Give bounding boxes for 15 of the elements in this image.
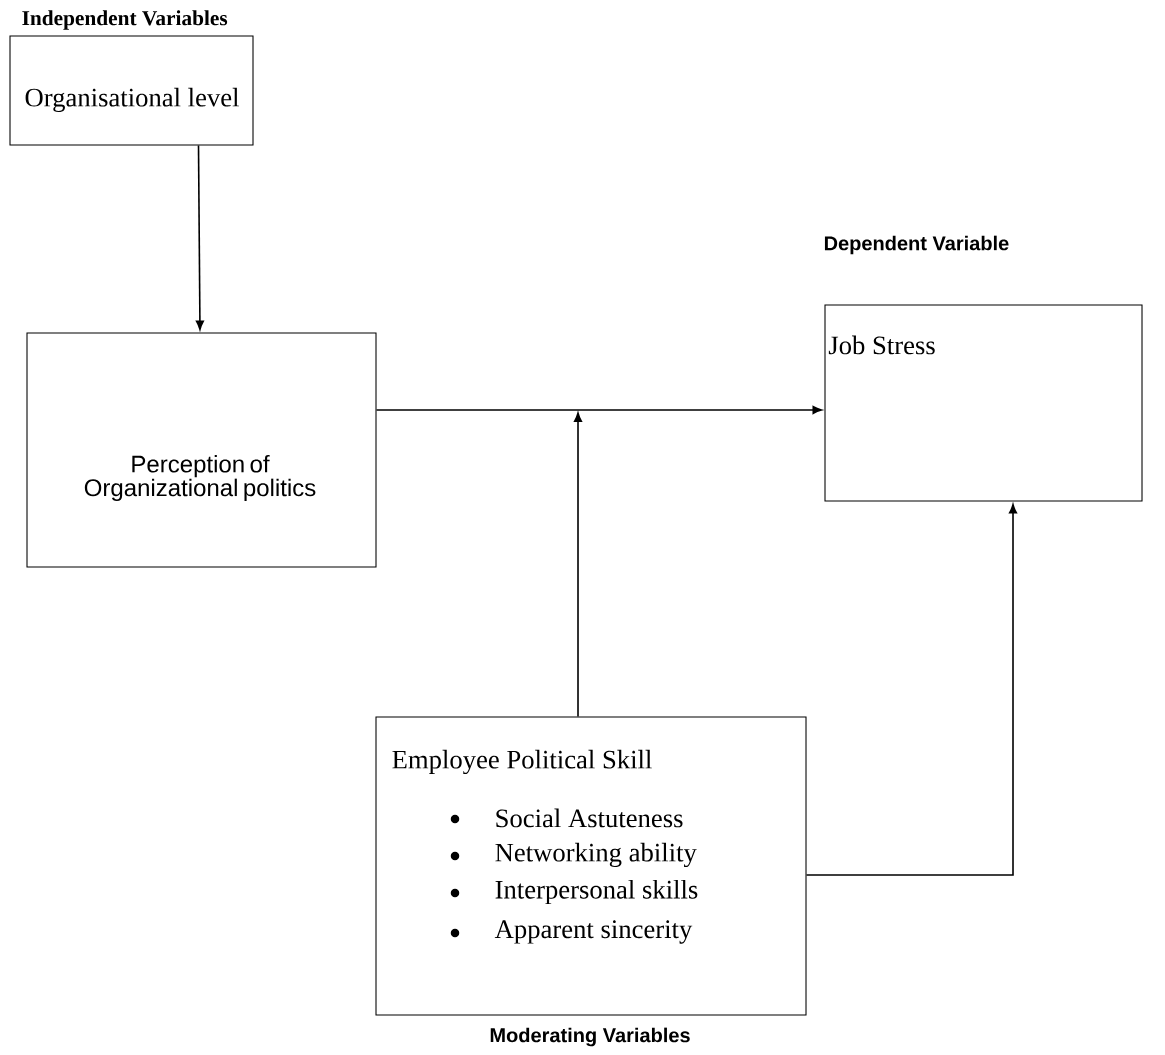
box-text: Job Stress (828, 335, 935, 355)
list-item: Social Astuteness (496, 808, 683, 828)
arrow (805, 503, 1018, 876)
arrow (375, 405, 823, 415)
list-item: Interpersonal skills (495, 879, 698, 905)
heading: Independent Variables (22, 10, 228, 30)
box-text: Organisational level (25, 87, 239, 113)
list-item: Networking ability (495, 842, 697, 868)
heading: Moderating Variables (490, 1027, 690, 1047)
box-text: Perception of Organizational politics (84, 454, 316, 502)
list-item: Apparent sincerity (494, 920, 693, 944)
box-text: Employee Political Skill (392, 749, 652, 775)
heading: Dependent Variable (824, 235, 1009, 255)
arrow (573, 412, 583, 718)
arrow (195, 144, 204, 331)
